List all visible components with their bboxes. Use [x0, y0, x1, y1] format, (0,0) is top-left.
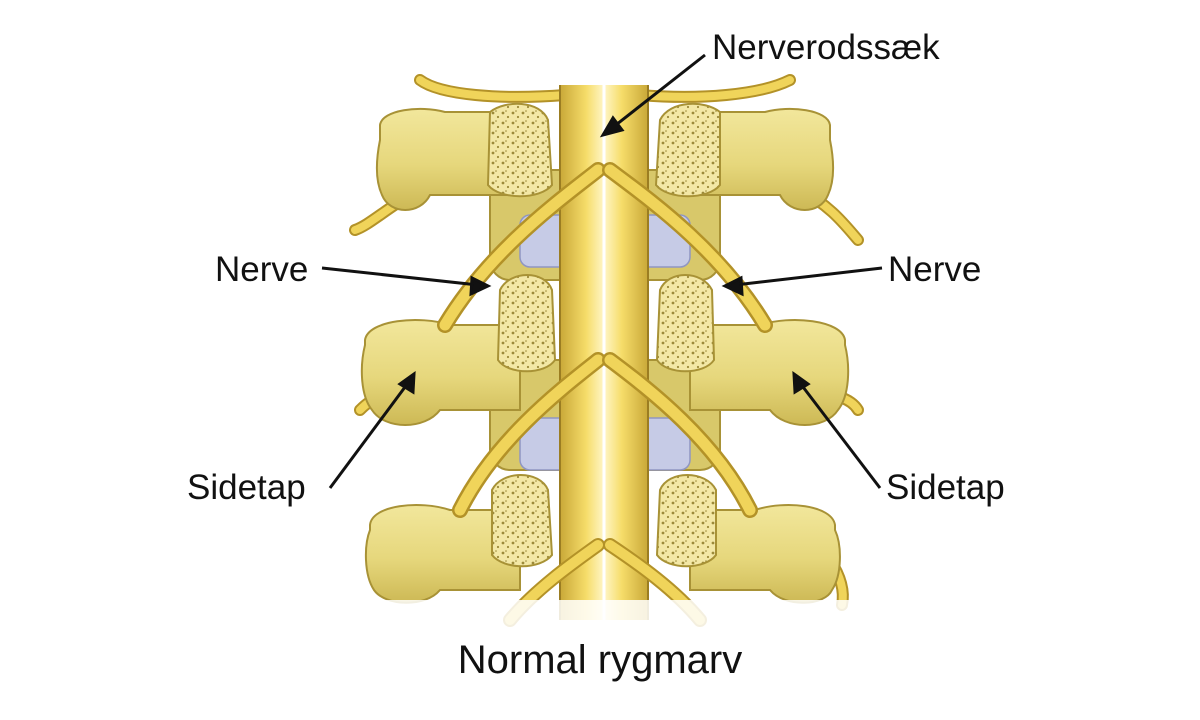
label-transverse-process-left: Sidetap: [187, 468, 306, 507]
label-nerve-left: Nerve: [215, 250, 309, 289]
nerve-roots-front: [437, 162, 773, 627]
leader-lines: [321, 53, 883, 489]
vertebra-middle: [360, 274, 850, 426]
vertebra-bottom: [364, 474, 841, 604]
label-nerve-root-sac: Nerverodssæk: [712, 28, 940, 67]
vertebra-top: [375, 102, 835, 211]
bottom-fade: [330, 600, 890, 640]
label-nerve-right: Nerve: [888, 250, 982, 289]
diagram-caption: Normal rygmarv: [457, 638, 743, 682]
label-transverse-process-right: Sidetap: [886, 468, 1005, 507]
